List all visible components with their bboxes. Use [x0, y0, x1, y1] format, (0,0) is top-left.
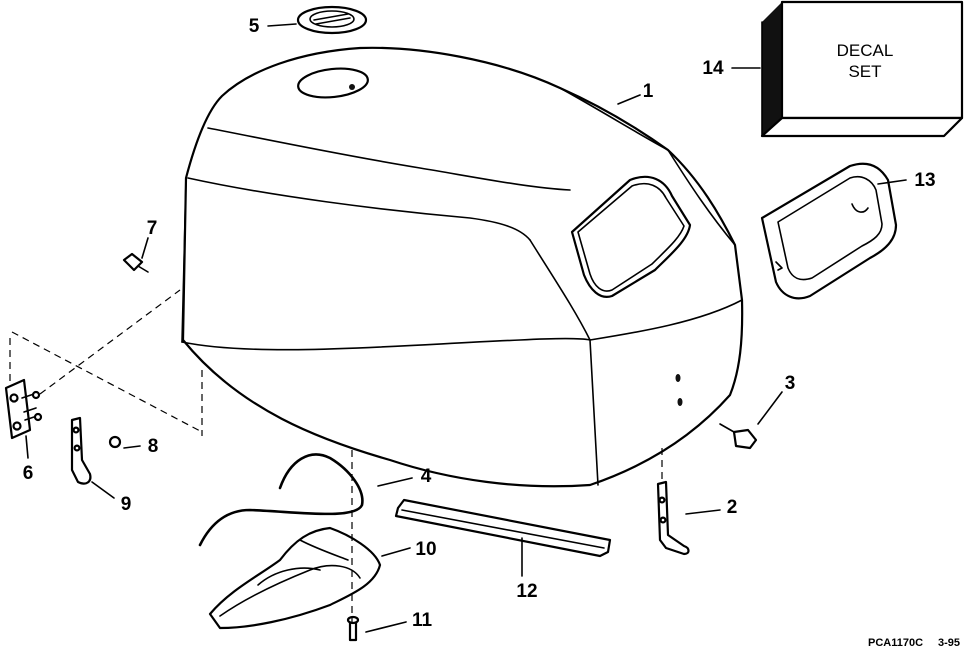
decal-line-2: SET — [848, 62, 881, 81]
callout-7: 7 — [147, 218, 158, 239]
window-frame-part — [760, 162, 898, 300]
callout-leaders — [25, 23, 907, 633]
rubber-strip-part — [394, 498, 612, 558]
latch-bracket-part — [656, 480, 690, 556]
nut-part — [108, 435, 122, 449]
callout-9: 9 — [121, 494, 132, 515]
decal-line-1: DECAL — [837, 41, 894, 60]
screw-part-3 — [719, 423, 758, 450]
callout-13: 13 — [914, 170, 935, 191]
callout-3: 3 — [785, 373, 796, 394]
callout-14: 14 — [702, 58, 724, 79]
callout-8: 8 — [148, 436, 159, 457]
bolt-part-11 — [346, 615, 360, 642]
callout-6: 6 — [23, 463, 34, 484]
lower-tray-part — [208, 526, 382, 630]
screw-part-7 — [122, 252, 149, 273]
decal-set-box: DECAL SET — [760, 0, 964, 138]
assembly-guide-lines — [9, 289, 663, 622]
callout-5: 5 — [249, 16, 260, 37]
callout-12: 12 — [516, 581, 537, 602]
figure-date: 3-95 — [938, 637, 960, 649]
callout-labels: 1 2 3 4 5 6 7 8 9 10 11 12 13 14 — [23, 16, 936, 631]
latch-arm-part — [70, 416, 92, 485]
cap-plug-part — [296, 5, 368, 35]
callout-4: 4 — [421, 466, 432, 487]
callout-11: 11 — [412, 610, 433, 631]
seal-strip-part — [198, 453, 364, 547]
callout-1: 1 — [643, 81, 654, 102]
callout-2: 2 — [727, 497, 738, 518]
figure-code: PCA1170C — [868, 637, 923, 649]
callout-10: 10 — [415, 539, 436, 560]
bracket-plate-part — [4, 378, 43, 440]
engine-cover-part — [181, 46, 744, 488]
